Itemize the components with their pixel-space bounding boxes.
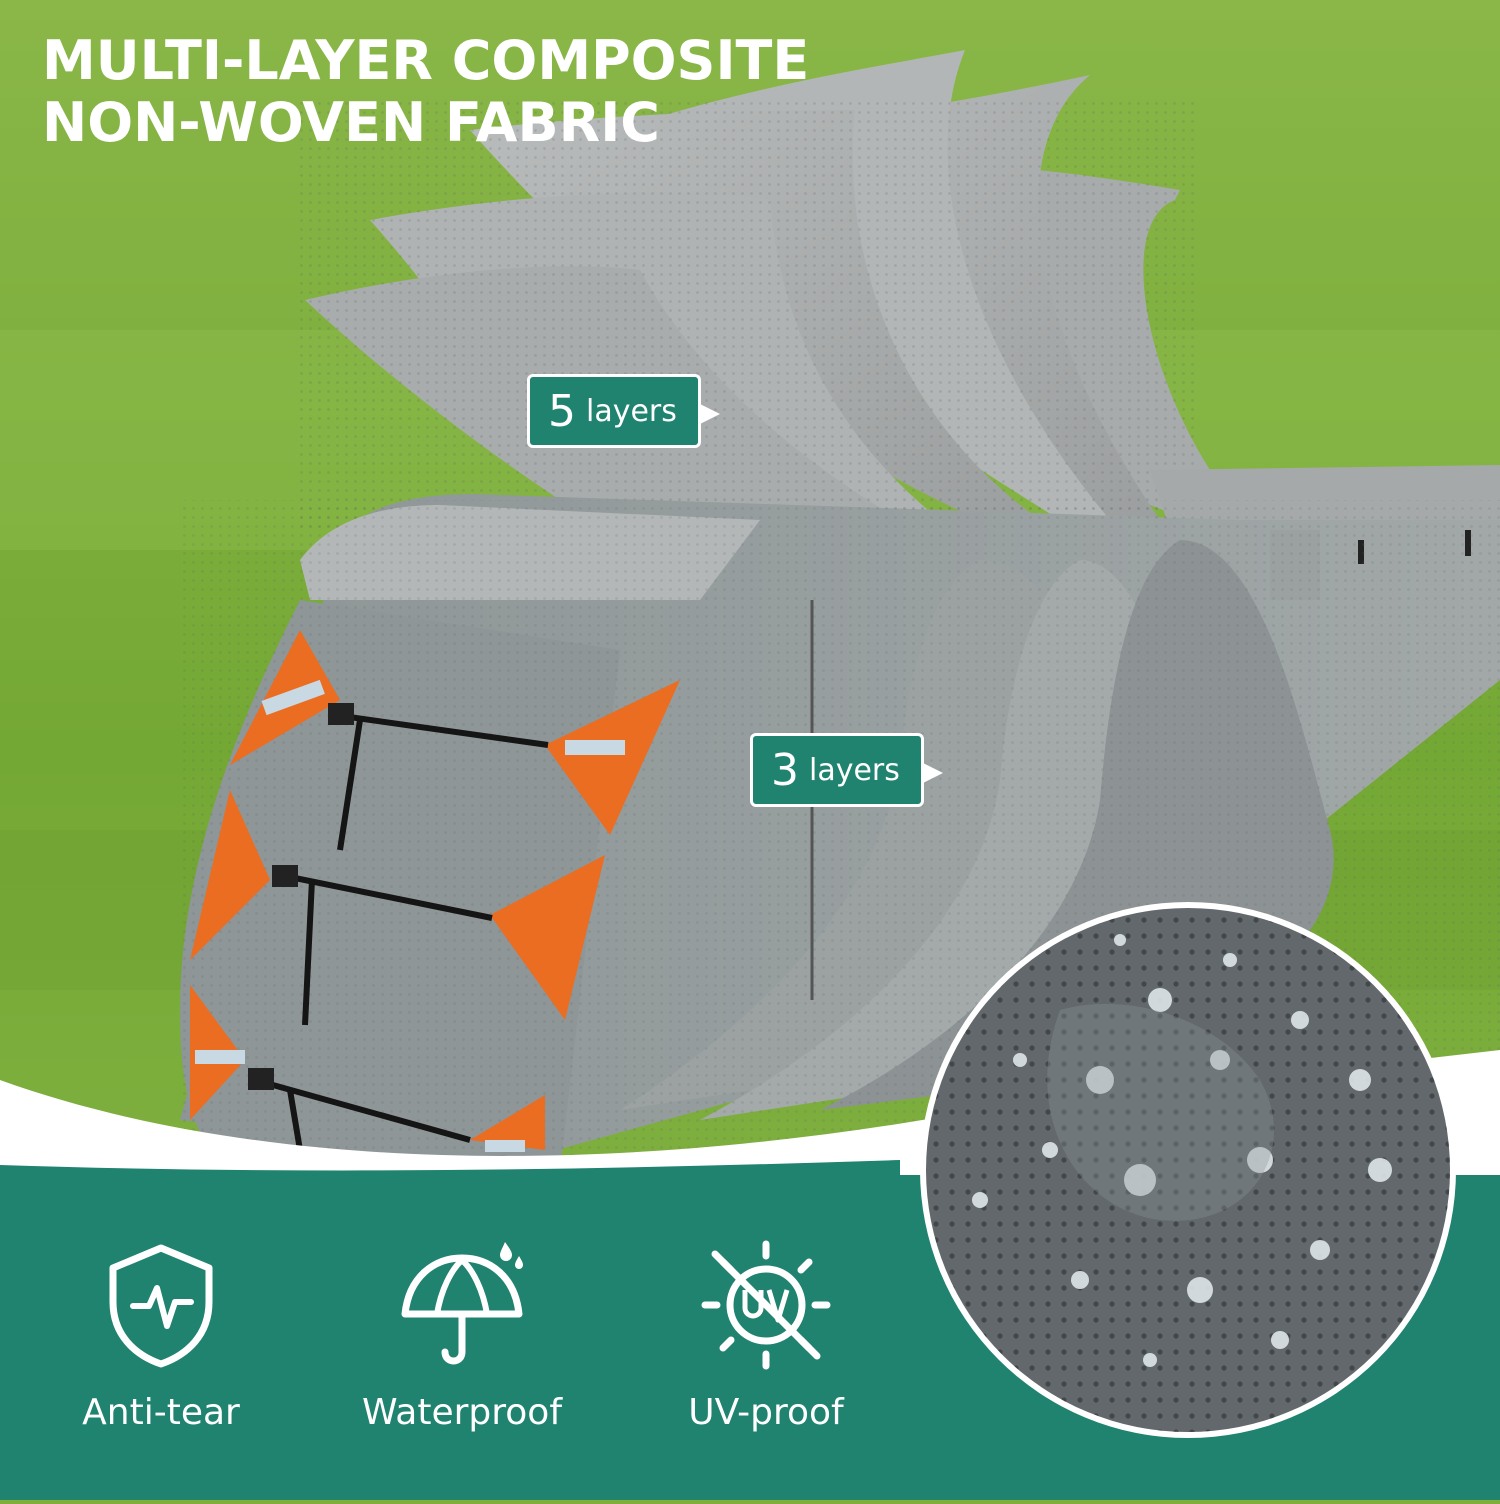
callout-pointer — [698, 403, 720, 425]
callout-number: 3 — [771, 744, 799, 796]
callout-unit: layers — [809, 752, 900, 788]
feature-anti-tear: Anti-tear — [31, 1240, 291, 1433]
callout-three-layers: 3 layers — [750, 733, 943, 807]
headline-line-2: NON-WOVEN FABRIC — [42, 91, 660, 154]
callout-unit: layers — [586, 393, 677, 429]
uv-crossed-icon — [701, 1240, 831, 1370]
umbrella-icon — [401, 1242, 523, 1365]
callout-pointer — [921, 762, 943, 784]
headline-line-1: MULTI-LAYER COMPOSITE — [42, 29, 810, 92]
callout-five-layers: 5 layers — [527, 374, 720, 448]
feature-label: Waterproof — [361, 1392, 562, 1433]
feature-label: UV-proof — [688, 1392, 844, 1433]
feature-label: Anti-tear — [82, 1392, 240, 1433]
callout-number: 5 — [548, 385, 576, 437]
reflective-corner-panels — [190, 600, 814, 1152]
feature-waterproof: Waterproof — [332, 1240, 592, 1433]
fabric-sheets-five-layers — [300, 50, 1210, 530]
headline: MULTI-LAYER COMPOSITE NON-WOVEN FABRIC — [42, 30, 809, 154]
shield-pulse-icon — [109, 1244, 213, 1368]
feature-uv-proof: UV-proof — [636, 1240, 896, 1433]
waterproof-closeup — [920, 902, 1456, 1438]
